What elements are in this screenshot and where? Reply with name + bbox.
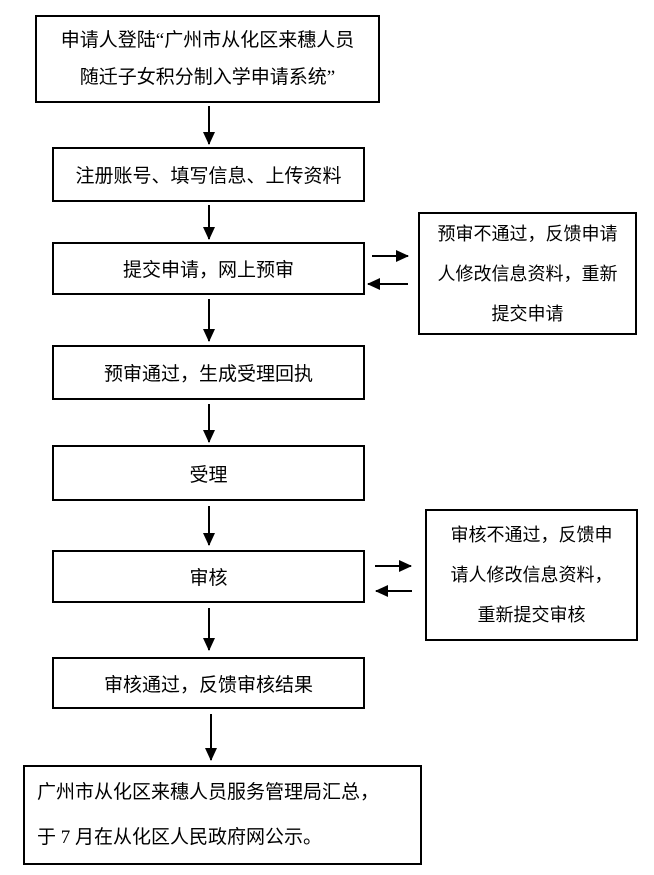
node-register-label: 注册账号、填写信息、上传资料 bbox=[75, 166, 342, 187]
node-register: 注册账号、填写信息、上传资料 bbox=[52, 147, 365, 202]
node-review-fail-label: 审核不通过，反馈申 请人修改信息资料， 重新提交审核 bbox=[450, 525, 613, 625]
node-publish-label: 广州市从化区来穗人员服务管理局汇总， 于 7 月在从化区人民政府网公示。 bbox=[37, 782, 380, 848]
node-review-fail: 审核不通过，反馈申 请人修改信息资料， 重新提交审核 bbox=[425, 509, 638, 641]
node-pre-pass-label: 预审通过，生成受理回执 bbox=[103, 364, 313, 385]
node-submit-label: 提交申请，网上预审 bbox=[122, 260, 294, 281]
node-review-pass-label: 审核通过，反馈审核结果 bbox=[103, 674, 313, 696]
node-login-label: 申请人登陆“广州市从化区来穗人员 随迁子女积分制入学申请系统” bbox=[60, 30, 355, 88]
node-login: 申请人登陆“广州市从化区来穗人员 随迁子女积分制入学申请系统” bbox=[35, 15, 380, 103]
node-review-label: 审核 bbox=[189, 568, 228, 589]
node-pre-fail-label: 预审不通过，反馈申请 人修改信息资料，重新 提交申请 bbox=[437, 223, 618, 324]
node-submit: 提交申请，网上预审 bbox=[52, 242, 365, 295]
node-review-pass: 审核通过，反馈审核结果 bbox=[52, 657, 365, 709]
node-pre-fail: 预审不通过，反馈申请 人修改信息资料，重新 提交申请 bbox=[418, 212, 637, 335]
node-review: 审核 bbox=[52, 550, 365, 603]
node-accept: 受理 bbox=[52, 445, 365, 501]
node-pre-pass: 预审通过，生成受理回执 bbox=[52, 345, 365, 400]
node-publish: 广州市从化区来穗人员服务管理局汇总， 于 7 月在从化区人民政府网公示。 bbox=[23, 765, 422, 865]
node-accept-label: 受理 bbox=[189, 464, 228, 486]
